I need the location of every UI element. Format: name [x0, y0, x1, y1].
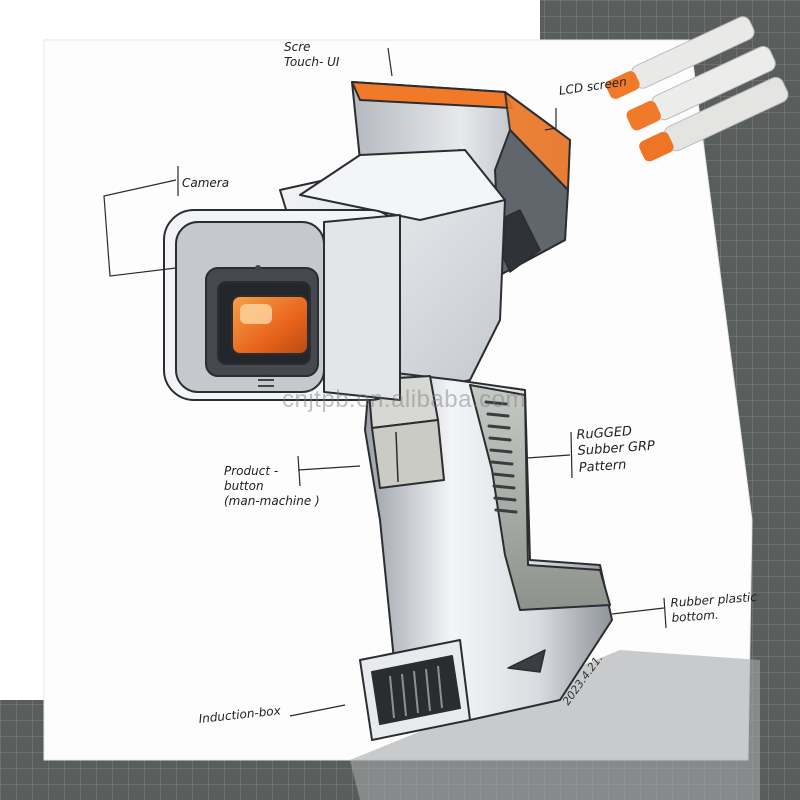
annotation-touch-ui-line-1: Scre	[284, 40, 311, 54]
watermark: cnjtpb.en.alibaba.com	[282, 386, 526, 413]
annotation-product-button-line-3: (man-machine )	[224, 494, 320, 508]
annotation-rugged: RuGGED Subber GRP Pattern	[576, 423, 657, 477]
ground-shadow	[350, 650, 760, 800]
annotation-camera: Camera	[182, 176, 230, 190]
annotation-rubber-plastic: Rubber plastic bottom.	[670, 590, 758, 626]
annotation-product-button-line-2: button	[224, 479, 264, 493]
annotation-touch-ui: Scre Touch- UI	[284, 40, 339, 70]
annotation-product-button: Product - button (man-machine )	[224, 464, 320, 509]
annotation-touch-ui-line-2: Touch- UI	[284, 55, 340, 69]
annotation-product-button-line-1: Product -	[224, 464, 279, 478]
leader-lines	[103, 47, 667, 717]
marker-pens	[606, 16, 789, 162]
device-sketch	[163, 81, 613, 741]
